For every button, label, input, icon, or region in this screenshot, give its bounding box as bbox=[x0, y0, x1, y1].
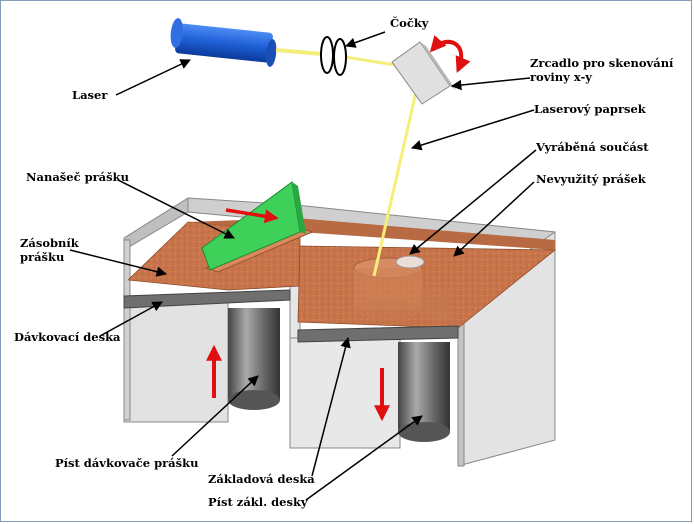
label-zakladova: Základová deska bbox=[208, 472, 315, 486]
spreader-motion-arrow-icon bbox=[225, 208, 279, 224]
leader-soucast bbox=[409, 149, 537, 255]
leader-nevyuzity bbox=[453, 181, 535, 257]
label-nanasec: Nanašeč prášku bbox=[26, 170, 129, 184]
label-zasobnik-line1: Zásobník bbox=[20, 236, 79, 250]
leader-paprsek bbox=[410, 109, 535, 151]
powder-spreader-edge bbox=[292, 182, 306, 234]
label-laser: Laser bbox=[72, 88, 108, 102]
beam-mirror-to-part bbox=[372, 91, 418, 277]
dosing-piston-base bbox=[228, 390, 280, 410]
leader-pist-davkovace bbox=[171, 375, 259, 457]
dosing-plate bbox=[123, 289, 291, 309]
leader-davkovaci bbox=[99, 301, 163, 337]
leader-nanasec bbox=[117, 179, 235, 239]
mirror-rotation-arrow-icon bbox=[429, 35, 471, 73]
beam-laser-to-lens bbox=[275, 48, 323, 56]
leader-laser bbox=[115, 59, 191, 96]
leader-zrcadlo bbox=[450, 77, 531, 91]
label-soucast: Vyráběná součást bbox=[536, 140, 649, 154]
build-piston-base bbox=[398, 422, 450, 442]
label-zrcadlo-line1: Zrcadlo pro skenování bbox=[530, 56, 674, 70]
leader-zakladova bbox=[311, 336, 351, 477]
beam-lens-to-mirror bbox=[344, 55, 403, 68]
dosing-piston bbox=[228, 308, 280, 400]
label-zrcadlo-line2: roviny x-y bbox=[530, 70, 592, 84]
label-pist-zakl: Píst zákl. desky bbox=[208, 495, 308, 509]
build-plate bbox=[297, 325, 459, 343]
laser-unit bbox=[170, 18, 277, 67]
label-paprsek: Laserový paprsek bbox=[534, 102, 646, 116]
leader-pist-zakl bbox=[305, 415, 423, 501]
build-piston bbox=[398, 342, 450, 432]
label-nevyuzity: Nevyužitý prášek bbox=[536, 172, 646, 186]
label-zasobnik-line2: prášku bbox=[20, 250, 65, 264]
left-front-wall bbox=[123, 301, 229, 423]
leader-cocky bbox=[345, 31, 386, 48]
label-davkovaci: Dávkovací deska bbox=[14, 330, 121, 344]
lenses-icon bbox=[320, 36, 347, 76]
label-cocky: Čočky bbox=[390, 16, 429, 30]
produced-part bbox=[353, 255, 450, 320]
leader-zasobnik bbox=[69, 249, 168, 277]
left-reservoir-front bbox=[123, 239, 131, 421]
label-pist-davkovace: Píst dávkovače prášku bbox=[55, 456, 199, 470]
